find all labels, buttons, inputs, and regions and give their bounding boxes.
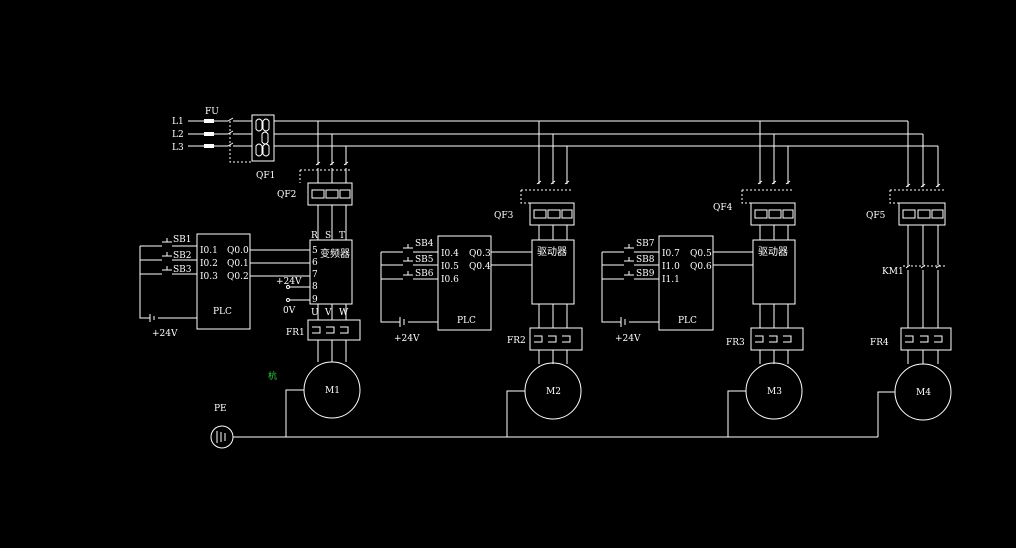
breaker-qf3 <box>529 202 575 226</box>
plc-2-label: PLC <box>457 316 476 326</box>
breaker-qf4-label: QF4 <box>713 203 733 213</box>
terminal-9: 9 <box>312 295 318 305</box>
plc-1-input-0: I0.1 <box>200 246 218 256</box>
terminal-r: R <box>311 231 318 241</box>
annotation-text: 杭 <box>268 370 277 382</box>
relay-fr4-label: FR4 <box>870 338 889 348</box>
unit-4: QF5 KM1 FR4 M4 <box>866 121 952 437</box>
line-label-l2: L2 <box>172 130 184 140</box>
terminal-7: 7 <box>312 270 318 280</box>
plc-3-input-2: I1.1 <box>662 275 680 285</box>
button-sb6: SB6 <box>415 269 434 279</box>
fuse-label: FU <box>205 107 219 117</box>
ground-label: PE <box>214 404 227 414</box>
thermal-relay-fr4 <box>900 327 952 351</box>
plc-1-output-1: Q0.1 <box>227 259 249 269</box>
breaker-qf2-label: QF2 <box>277 190 296 200</box>
fuse-l1 <box>188 117 252 123</box>
relay-fr1-label: FR1 <box>286 328 305 338</box>
button-sb8: SB8 <box>636 255 655 265</box>
plc-2-input-0: I0.4 <box>441 249 459 259</box>
terminal-s: S <box>325 231 331 241</box>
plc-1-label: PLC <box>213 307 232 317</box>
line-label-l1: L1 <box>172 117 184 127</box>
plc-3-box <box>658 235 714 331</box>
breaker-qf5 <box>898 202 946 226</box>
fuse-l2 <box>188 130 252 136</box>
breaker-qf2 <box>307 182 353 206</box>
ground-bus: PE <box>210 404 878 449</box>
terminal-5: 5 <box>312 246 318 256</box>
plc-3-output-1: Q0.6 <box>690 262 712 272</box>
plc-3-label: PLC <box>678 316 697 326</box>
plc-1-supply-label: +24V <box>152 329 178 339</box>
motor-m2-label: M2 <box>546 387 561 397</box>
button-sb3: SB3 <box>173 265 192 275</box>
plc-2-box <box>437 235 492 331</box>
bus-bars <box>274 120 938 147</box>
thermal-relay-fr1 <box>307 319 361 341</box>
plus24-terminal-label: +24V <box>276 277 302 287</box>
plc-1-input-2: I0.3 <box>200 272 218 282</box>
breaker-qf4 <box>750 202 796 226</box>
driver-3-label: 驱动器 <box>758 246 788 258</box>
plc-2-input-2: I0.6 <box>441 275 459 285</box>
button-sb2: SB2 <box>173 251 192 261</box>
button-sb4: SB4 <box>415 239 434 249</box>
button-sb7: SB7 <box>636 239 655 249</box>
plc-2-input-1: I0.5 <box>441 262 459 272</box>
plc-1-box <box>196 233 251 330</box>
plc-3-input-1: I1.0 <box>662 262 680 272</box>
main-breaker-label: QF1 <box>256 171 275 181</box>
inverter-label: 变频器 <box>320 247 350 260</box>
motor-m3-label: M3 <box>767 387 782 397</box>
unit-3: QF4 驱动器 I0.7 I1.0 I1.1 Q0.5 Q0.6 PLC SB7… <box>601 121 804 437</box>
button-sb9: SB9 <box>636 269 655 279</box>
button-sb5: SB5 <box>415 255 434 265</box>
terminal-8: 8 <box>312 282 318 292</box>
supply-section: FU L1 L2 L3 QF1 <box>172 107 938 181</box>
thermal-relay-fr2 <box>529 327 583 351</box>
unit-2: QF3 驱动器 I0.4 I0.5 I0.6 Q0.3 Q0.4 PLC SB4… <box>380 121 583 437</box>
plc-1-output-2: Q0.2 <box>227 272 249 282</box>
relay-fr3-label: FR3 <box>726 338 745 348</box>
terminal-t: T <box>339 231 345 241</box>
button-sb1: SB1 <box>173 235 192 245</box>
terminal-v: V <box>324 308 332 318</box>
ground-icon <box>210 425 234 449</box>
motor-m4-label: M4 <box>916 388 931 398</box>
plc-2-output-0: Q0.3 <box>469 249 491 259</box>
contactor-km1-label: KM1 <box>882 267 904 277</box>
inverter-box <box>309 239 353 305</box>
plc-1-output-0: Q0.0 <box>227 246 249 256</box>
thermal-relay-fr3 <box>750 327 804 351</box>
driver-2-label: 驱动器 <box>537 246 567 258</box>
breaker-qf3-label: QF3 <box>494 211 514 221</box>
plc-2-output-1: Q0.4 <box>469 262 491 272</box>
plc-1-input-1: I0.2 <box>200 259 218 269</box>
fuse-l3 <box>188 142 252 148</box>
relay-fr2-label: FR2 <box>507 336 526 346</box>
plc-3-input-0: I0.7 <box>662 249 680 259</box>
motor-m1-label: M1 <box>325 386 340 396</box>
terminal-w: W <box>339 308 349 318</box>
zero-volt-label: 0V <box>283 306 296 316</box>
main-breaker-qf1 <box>251 114 275 162</box>
breaker-qf5-label: QF5 <box>866 211 886 221</box>
plc-2-supply-label: +24V <box>394 334 420 344</box>
line-label-l3: L3 <box>172 143 184 153</box>
terminal-6: 6 <box>312 258 318 268</box>
terminal-u: U <box>311 308 319 318</box>
unit-1: QF2 R S T 变频器 5 6 7 8 9 U V W +24V 0V I0… <box>139 121 361 437</box>
plc-3-supply-label: +24V <box>615 334 641 344</box>
plc-3-output-0: Q0.5 <box>690 249 712 259</box>
